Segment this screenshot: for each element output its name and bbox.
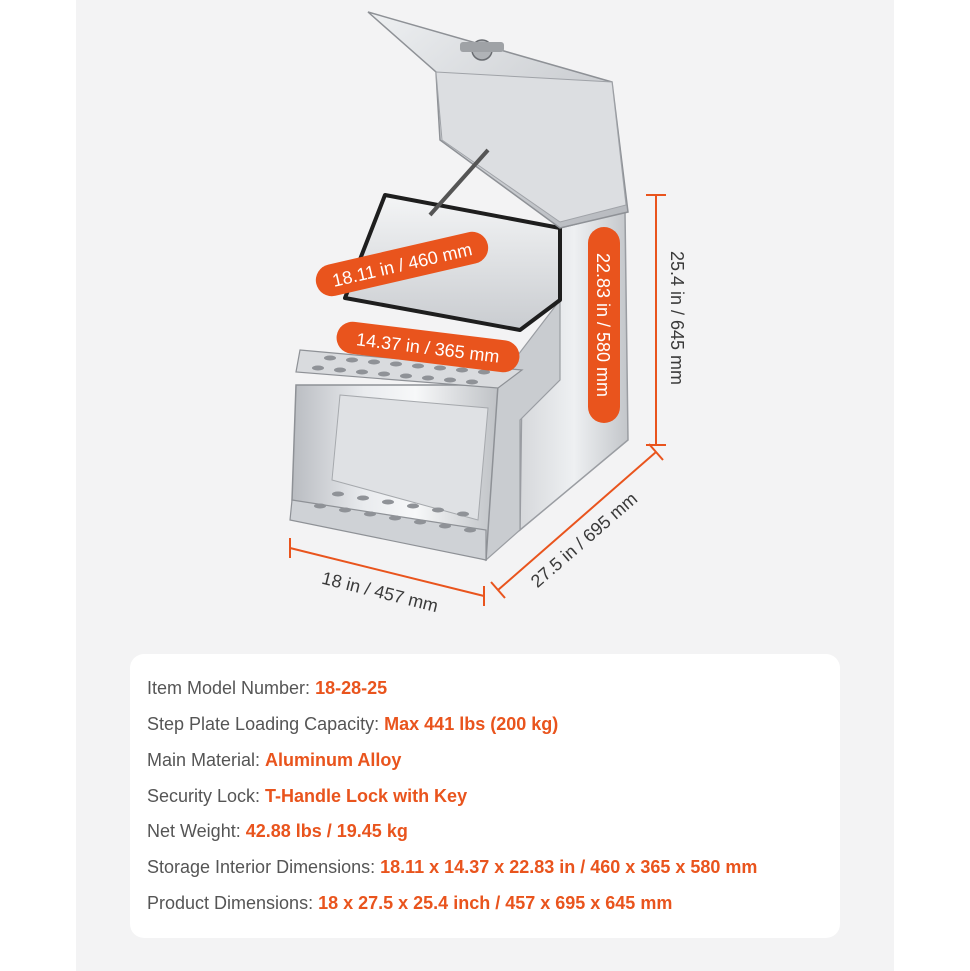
spec-row-model-number: Item Model Number: 18-28-25: [147, 677, 387, 699]
interior-height-label: 22.83 in / 580 mm: [593, 253, 613, 397]
product-illustration: 18.11 in / 460 mm 14.37 in / 365 mm 22.8…: [289, 11, 687, 616]
spec-label: Item Model Number:: [147, 678, 316, 698]
spec-value: Max 441 lbs (200 kg): [384, 714, 559, 734]
spec-value: 18 x 27.5 x 25.4 inch / 457 x 695 x 645 …: [318, 893, 673, 913]
total-height-label: 25.4 in / 645 mm: [667, 251, 687, 385]
spec-label: Storage Interior Dimensions:: [147, 857, 381, 877]
interior-height-callout: 22.83 in / 580 mm: [588, 227, 620, 423]
spec-value: T-Handle Lock with Key: [265, 786, 468, 806]
spec-label: Product Dimensions:: [147, 893, 319, 913]
spec-value: 18.11 x 14.37 x 22.83 in / 460 x 365 x 5…: [380, 857, 758, 877]
spec-label: Net Weight:: [147, 821, 246, 841]
spec-row-loading-capacity: Step Plate Loading Capacity: Max 441 lbs…: [147, 713, 558, 735]
spec-row-material: Main Material: Aluminum Alloy: [147, 749, 401, 771]
step-plate-holes: [312, 355, 490, 385]
total-height-dimension: 25.4 in / 645 mm: [646, 194, 687, 446]
lid: [367, 11, 629, 229]
spec-value: 18-28-25: [315, 678, 388, 698]
spec-value: Aluminum Alloy: [265, 750, 402, 770]
bottom-plate-holes: [314, 491, 476, 533]
width-label: 18 in / 457 mm: [320, 568, 440, 616]
spec-label: Main Material:: [147, 750, 266, 770]
specs-card: Item Model Number: 18-28-25 Step Plate L…: [130, 654, 840, 938]
spec-row-product-dimensions: Product Dimensions: 18 x 27.5 x 25.4 inc…: [147, 892, 672, 914]
spec-label: Security Lock:: [147, 786, 266, 806]
spec-row-security-lock: Security Lock: T-Handle Lock with Key: [147, 785, 467, 807]
spec-row-interior-dimensions: Storage Interior Dimensions: 18.11 x 14.…: [147, 856, 757, 878]
spec-label: Step Plate Loading Capacity:: [147, 714, 385, 734]
spec-row-net-weight: Net Weight: 42.88 lbs / 19.45 kg: [147, 820, 408, 842]
spec-value: 42.88 lbs / 19.45 kg: [245, 821, 408, 841]
